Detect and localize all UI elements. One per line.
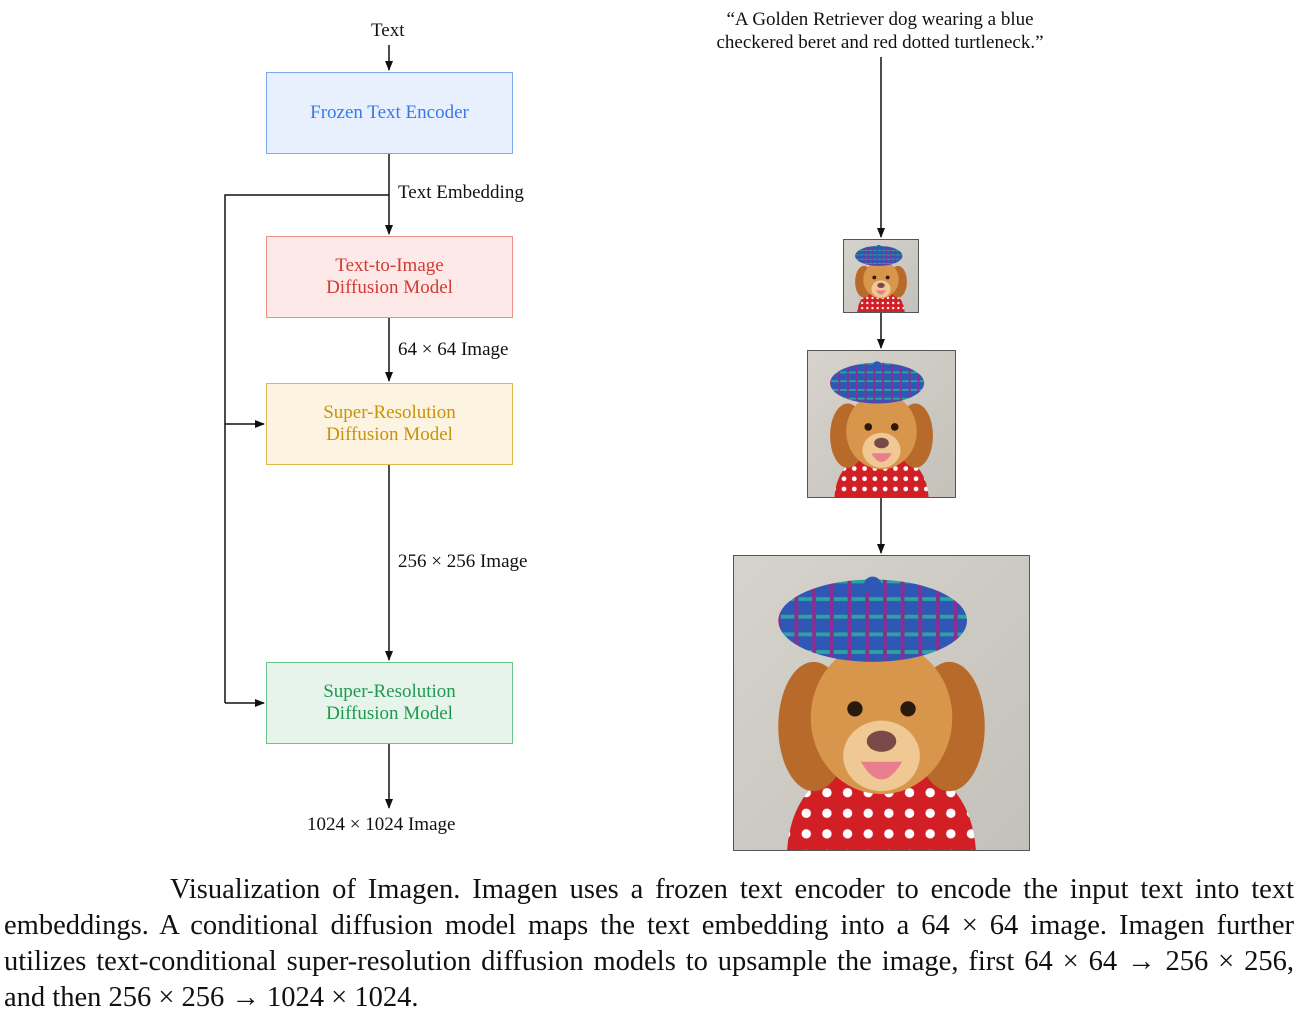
super-resolution-model-2-box: Super-Resolution Diffusion Model xyxy=(266,662,513,744)
dog-illustration xyxy=(830,361,933,497)
figure-caption: Visualization of Imagen. Imagen uses a f… xyxy=(4,872,1294,1016)
example-prompt-line1: “A Golden Retriever dog wearing a blue xyxy=(726,9,1034,30)
example-prompt: “A Golden Retriever dog wearing a blue c… xyxy=(690,8,1070,54)
super-resolution-1-label-line1: Super-Resolution xyxy=(323,402,456,423)
text-to-image-model-box: Text-to-Image Diffusion Model xyxy=(266,236,513,318)
super-resolution-model-1-box: Super-Resolution Diffusion Model xyxy=(266,383,513,465)
image-1024-label: 1024 × 1024 Image xyxy=(307,814,456,835)
image-256-label: 256 × 256 Image xyxy=(398,551,528,572)
text-embedding-label: Text Embedding xyxy=(398,182,524,203)
frozen-text-encoder-box: Frozen Text Encoder xyxy=(266,72,513,154)
image-64-label: 64 × 64 Image xyxy=(398,339,509,360)
frozen-text-encoder-label: Frozen Text Encoder xyxy=(310,102,469,123)
text-to-image-label-line1: Text-to-Image xyxy=(335,255,444,276)
super-resolution-2-label-line2: Diffusion Model xyxy=(326,703,453,724)
caption-text: Visualization of Imagen. Imagen uses a f… xyxy=(4,874,1294,1013)
dog-image-1024 xyxy=(733,555,1030,851)
super-resolution-2-label-line1: Super-Resolution xyxy=(323,681,456,702)
embedding-branch-line xyxy=(224,194,389,703)
super-resolution-1-label-line2: Diffusion Model xyxy=(326,424,453,445)
example-prompt-line2: checkered beret and red dotted turtlenec… xyxy=(716,32,1044,53)
dog-image-64 xyxy=(843,239,919,313)
dog-illustration xyxy=(855,245,907,312)
text-to-image-label-line2: Diffusion Model xyxy=(326,277,453,298)
diagram-connectors xyxy=(224,45,885,809)
input-text-label: Text xyxy=(371,20,405,41)
dog-image-256 xyxy=(807,350,956,498)
dog-illustration xyxy=(778,576,985,850)
